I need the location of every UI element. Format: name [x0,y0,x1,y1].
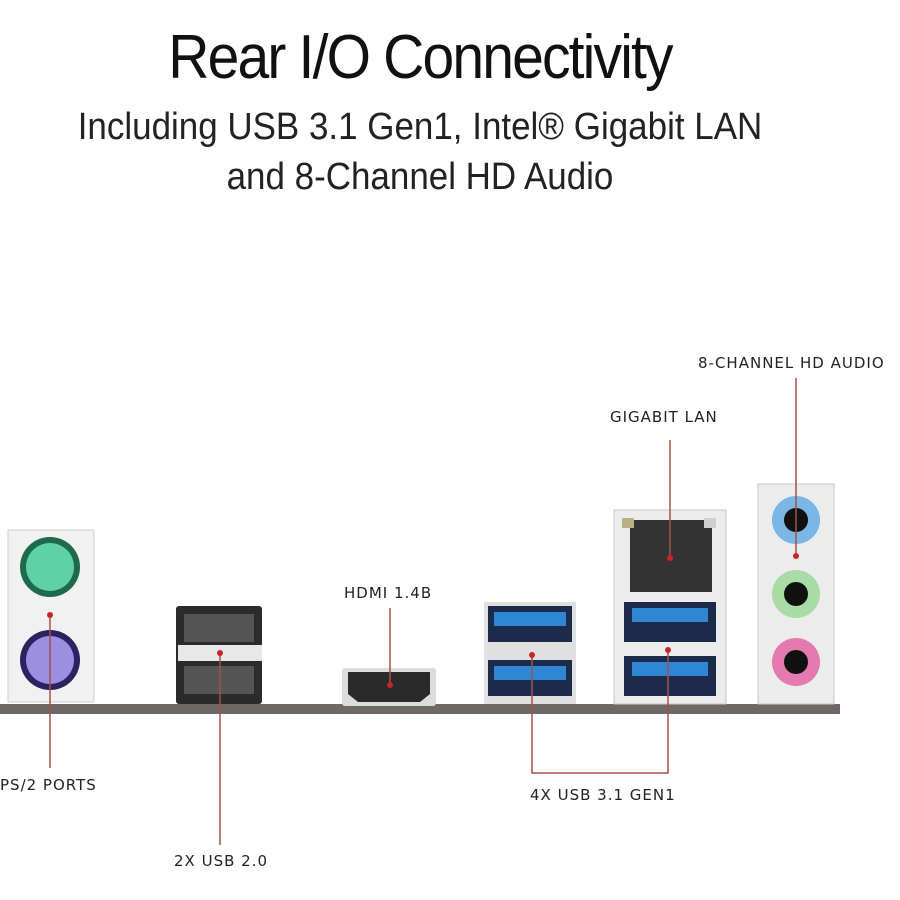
usb31-dot-right [665,647,671,653]
hdmi-dot [387,682,393,688]
page-title: Rear I/O Connectivity [168,23,673,92]
usb31-ports-left [484,602,576,704]
hdmi-label: HDMI 1.4B [344,584,433,602]
subtitle-line-1: Including USB 3.1 Gen1, Intel® Gigabit L… [77,106,763,148]
lan-label: GIGABIT LAN [610,408,718,426]
usb31-dot-left [529,652,535,658]
lan-dot [667,555,673,561]
ps2-ports [7,529,95,703]
audio-dot [793,553,799,559]
usb31-label: 4X USB 3.1 GEN1 [530,786,676,804]
audio-label: 8-CHANNEL HD AUDIO [698,354,885,372]
usb20-label: 2X USB 2.0 [174,852,269,870]
io-shield-rail [0,704,840,714]
ps2-dot [47,612,53,618]
usb31-leader-line [531,650,669,774]
usb20-dot [217,650,223,656]
subtitle-line-2: and 8-Channel HD Audio [226,156,614,198]
ps2-label: PS/2 PORTS [0,776,97,794]
